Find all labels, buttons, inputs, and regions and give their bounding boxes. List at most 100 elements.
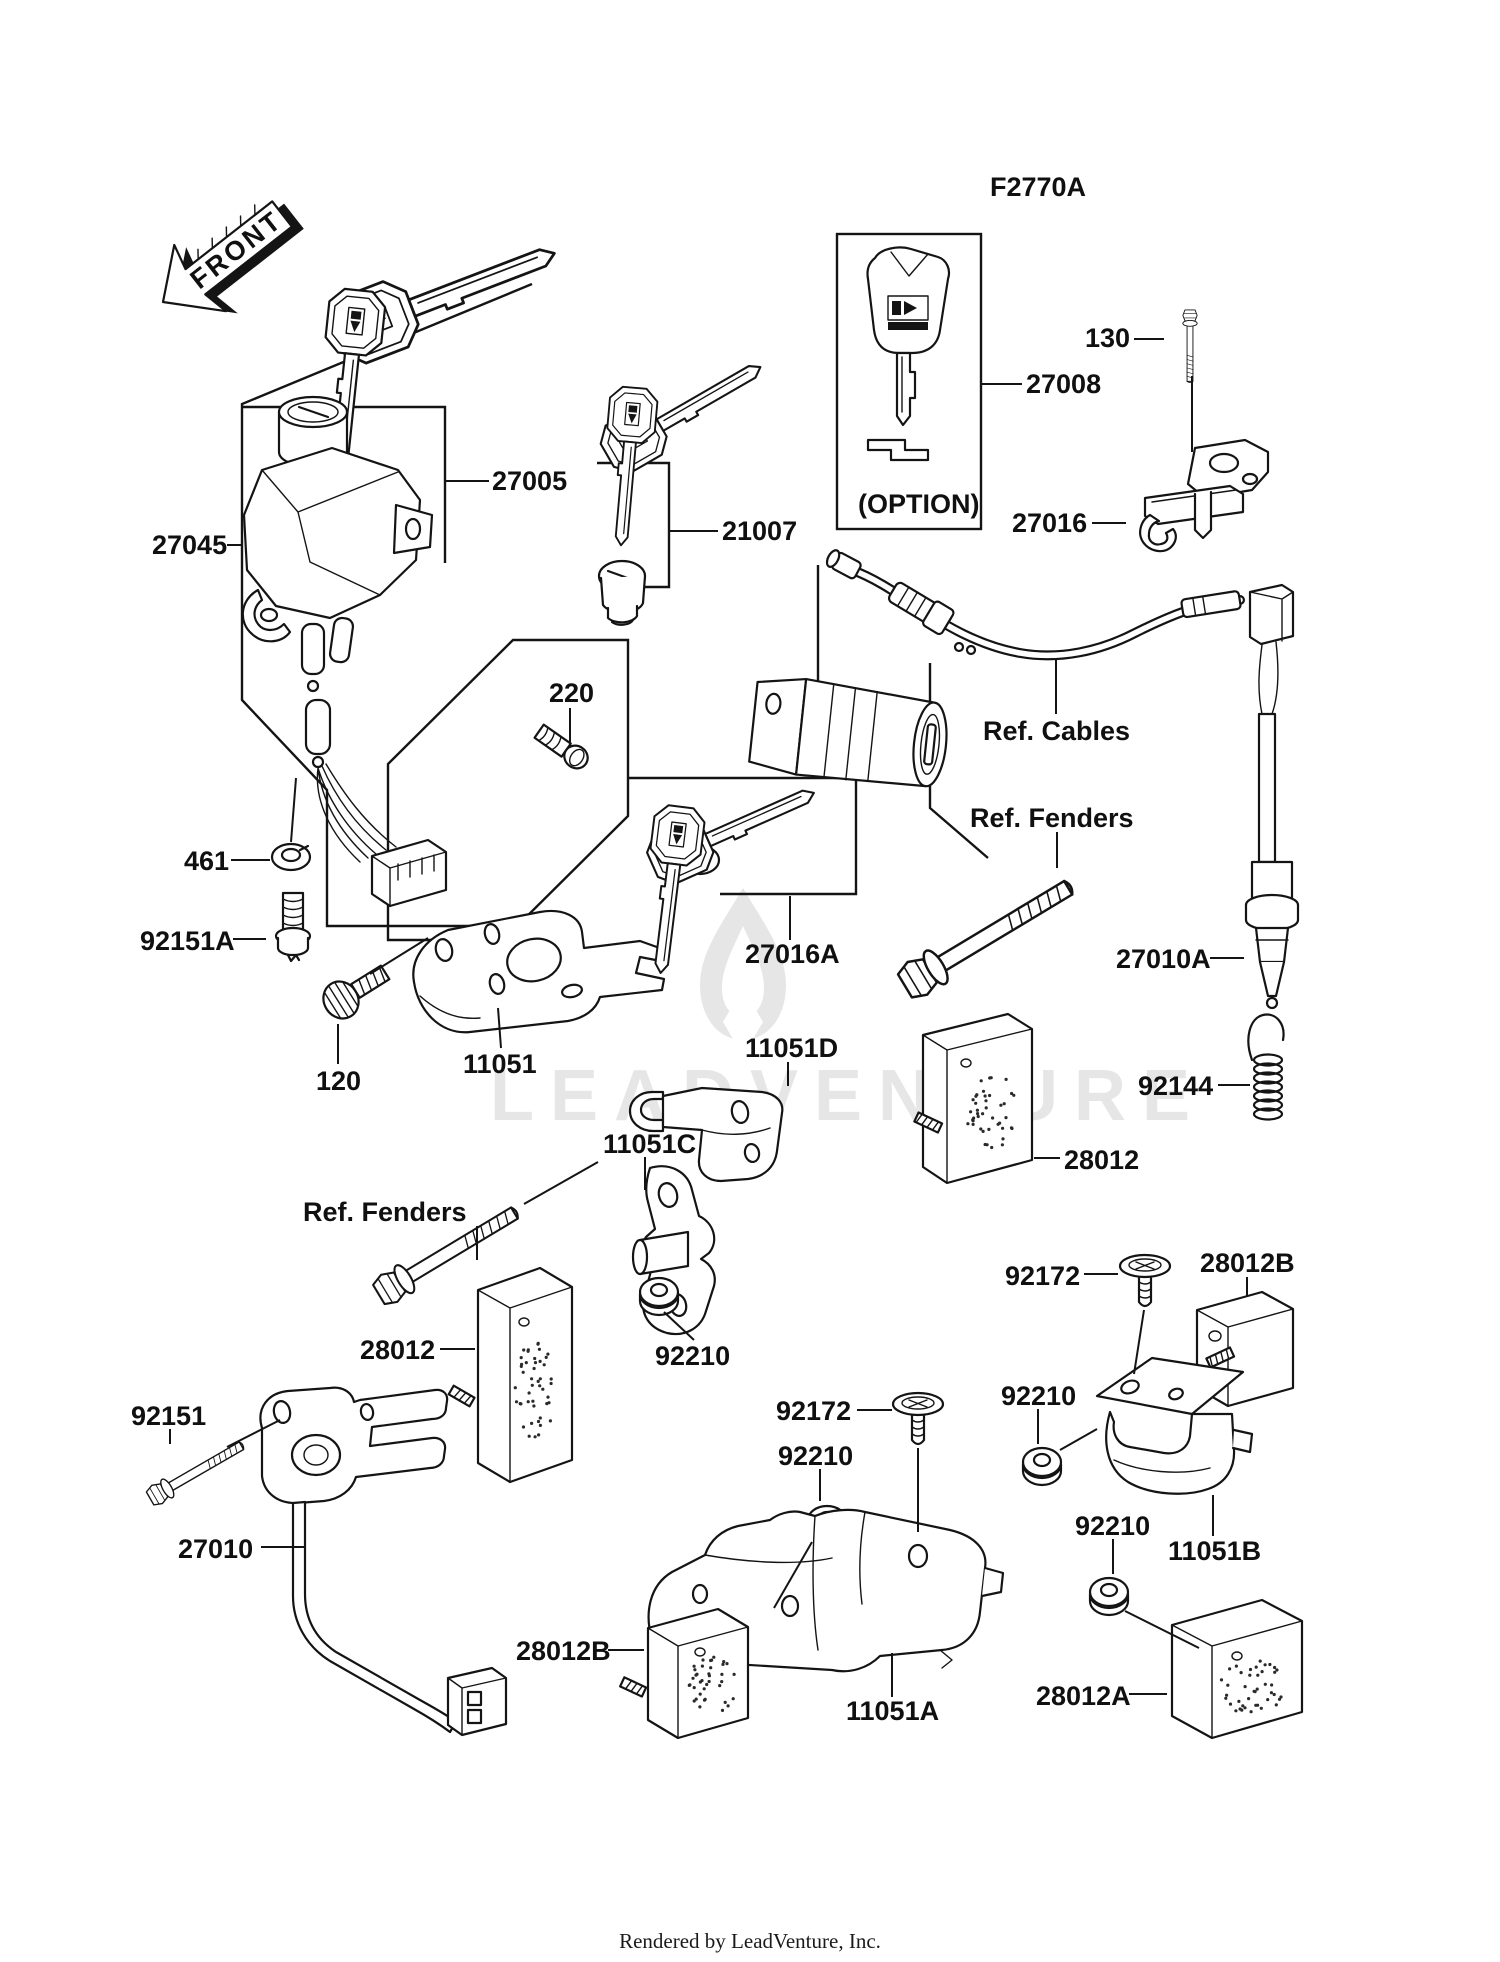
leader-461-up bbox=[290, 777, 297, 843]
label-ref-fenders-right: Ref. Fenders bbox=[970, 803, 1134, 833]
part-92172-screw-mid bbox=[891, 1391, 945, 1446]
leader-92210-mid bbox=[663, 1311, 695, 1341]
part-27005-key-set bbox=[310, 219, 569, 480]
cable-adjuster bbox=[887, 581, 955, 636]
part-ref-cable bbox=[825, 549, 1245, 661]
label-27016A: 27016A bbox=[745, 939, 840, 969]
watermark-text: LEADVENTURE bbox=[490, 1056, 1206, 1136]
label-130: 130 bbox=[1085, 323, 1130, 353]
part-28012A-reflector bbox=[1170, 1598, 1304, 1740]
label-ref-fenders-left: Ref. Fenders bbox=[303, 1197, 467, 1227]
part-120-bolt bbox=[322, 964, 391, 1020]
label-92172-mid: 92172 bbox=[776, 1396, 851, 1426]
part-92172-screw-right bbox=[1118, 1253, 1172, 1308]
label-21007: 21007 bbox=[722, 516, 797, 546]
front-direction-arrow: FRONT bbox=[161, 200, 304, 314]
part-28012-reflector-left bbox=[447, 1266, 574, 1484]
leadventure-watermark: LEADVENTURE bbox=[490, 888, 1206, 1136]
label-92172-right: 92172 bbox=[1005, 1261, 1080, 1291]
label-11051: 11051 bbox=[463, 1049, 537, 1079]
leader-lines bbox=[169, 338, 1250, 1697]
part-27016A-lock-set bbox=[634, 677, 948, 978]
part-92210-nut-right1 bbox=[1021, 1446, 1063, 1487]
label-11051B: 11051B bbox=[1168, 1536, 1261, 1566]
switch-wire-stubs bbox=[300, 616, 355, 769]
part-27045-ignition-switch bbox=[241, 395, 448, 908]
label-92151A: 92151A bbox=[140, 926, 235, 956]
leader-92172-right-down bbox=[1133, 1309, 1145, 1375]
reflector-texture bbox=[1219, 1659, 1283, 1714]
reflector-texture bbox=[966, 1076, 1016, 1150]
label-28012B-left: 28012B bbox=[516, 1636, 611, 1666]
leader-92210-mid2-diag bbox=[773, 1541, 813, 1609]
part-92151A-screw bbox=[274, 891, 312, 963]
label-92210-right2: 92210 bbox=[1075, 1511, 1150, 1541]
part-27016-bracket bbox=[1139, 438, 1270, 553]
label-28012-right: 28012 bbox=[1064, 1145, 1139, 1175]
group-27008-box bbox=[835, 232, 983, 531]
label-28012B-right: 28012B bbox=[1200, 1248, 1295, 1278]
key-icon bbox=[596, 384, 660, 549]
part-130-bolt bbox=[1182, 309, 1198, 383]
label-11051D: 11051D bbox=[745, 1033, 838, 1063]
reflector-texture bbox=[687, 1655, 736, 1712]
label-92144: 92144 bbox=[1138, 1071, 1213, 1101]
part-labels: F2770A 27005 27045 21007 27008 (OPTION) 130 270… bbox=[131, 172, 1295, 1726]
label-27045: 27045 bbox=[152, 530, 227, 560]
label-11051A: 11051A bbox=[846, 1696, 939, 1726]
label-92151: 92151 bbox=[131, 1401, 206, 1431]
switch-harness-connector bbox=[316, 763, 448, 908]
part-27010A-switch bbox=[1244, 583, 1300, 1010]
cable-end-fitting bbox=[1180, 590, 1242, 619]
group-220-outline bbox=[386, 638, 630, 942]
label-92210-mid: 92210 bbox=[655, 1341, 730, 1371]
label-92210-mid2: 92210 bbox=[778, 1441, 853, 1471]
footer-credit: Rendered by LeadVenture, Inc. bbox=[619, 1929, 881, 1953]
label-461: 461 bbox=[184, 846, 229, 876]
connector-2pin bbox=[446, 1666, 508, 1737]
label-27008: 27008 bbox=[1026, 369, 1101, 399]
label-27010A: 27010A bbox=[1116, 944, 1211, 974]
part-461-washer bbox=[270, 842, 312, 872]
part-11051-bracket bbox=[412, 909, 670, 1034]
leader-92151-to-part bbox=[226, 1419, 281, 1448]
part-21007-key-set bbox=[593, 342, 775, 626]
part-92151-bolt bbox=[144, 1435, 249, 1509]
label-28012A: 28012A bbox=[1036, 1681, 1131, 1711]
part-92210-nut-mid bbox=[638, 1276, 680, 1317]
group-27016A-outline bbox=[628, 776, 858, 896]
part-28012B-reflector-left bbox=[619, 1607, 750, 1740]
label-11051C: 11051C bbox=[603, 1129, 696, 1159]
label-92210-right1: 92210 bbox=[1001, 1381, 1076, 1411]
reflector-texture bbox=[513, 1341, 553, 1439]
label-120: 120 bbox=[316, 1066, 361, 1096]
part-fender-bolt-right bbox=[893, 868, 1082, 1004]
label-220: 220 bbox=[549, 678, 594, 708]
leader-92210-right1-diag bbox=[1059, 1428, 1098, 1451]
label-ref-cables: Ref. Cables bbox=[983, 716, 1130, 746]
lock-cap bbox=[597, 559, 647, 626]
label-option: (OPTION) bbox=[858, 489, 980, 519]
leader-fender-bolt-left-axis bbox=[523, 1161, 599, 1205]
part-220-screw bbox=[533, 723, 589, 770]
label-figure-code: F2770A bbox=[990, 172, 1086, 202]
part-27010-switch bbox=[259, 1386, 508, 1737]
lock-cylinder bbox=[748, 677, 948, 788]
part-92210-nut-right2 bbox=[1088, 1576, 1130, 1617]
label-27005: 27005 bbox=[492, 466, 567, 496]
part-11051D-bracket bbox=[628, 1086, 784, 1183]
leadventure-flame-logo bbox=[700, 888, 786, 1056]
part-28012-reflector-right bbox=[913, 1012, 1034, 1185]
bushing bbox=[631, 1230, 690, 1276]
key-step-glyph bbox=[866, 438, 930, 462]
label-27016: 27016 bbox=[1012, 508, 1087, 538]
label-28012-left: 28012 bbox=[360, 1335, 435, 1365]
leader-120-to-bracket bbox=[369, 937, 429, 975]
part-11051B-bracket bbox=[1095, 1356, 1254, 1495]
part-92144-spring bbox=[1247, 1013, 1285, 1121]
leader-11051 bbox=[497, 1007, 502, 1049]
label-27010: 27010 bbox=[178, 1534, 253, 1564]
part-27008-blank-key bbox=[866, 246, 951, 462]
